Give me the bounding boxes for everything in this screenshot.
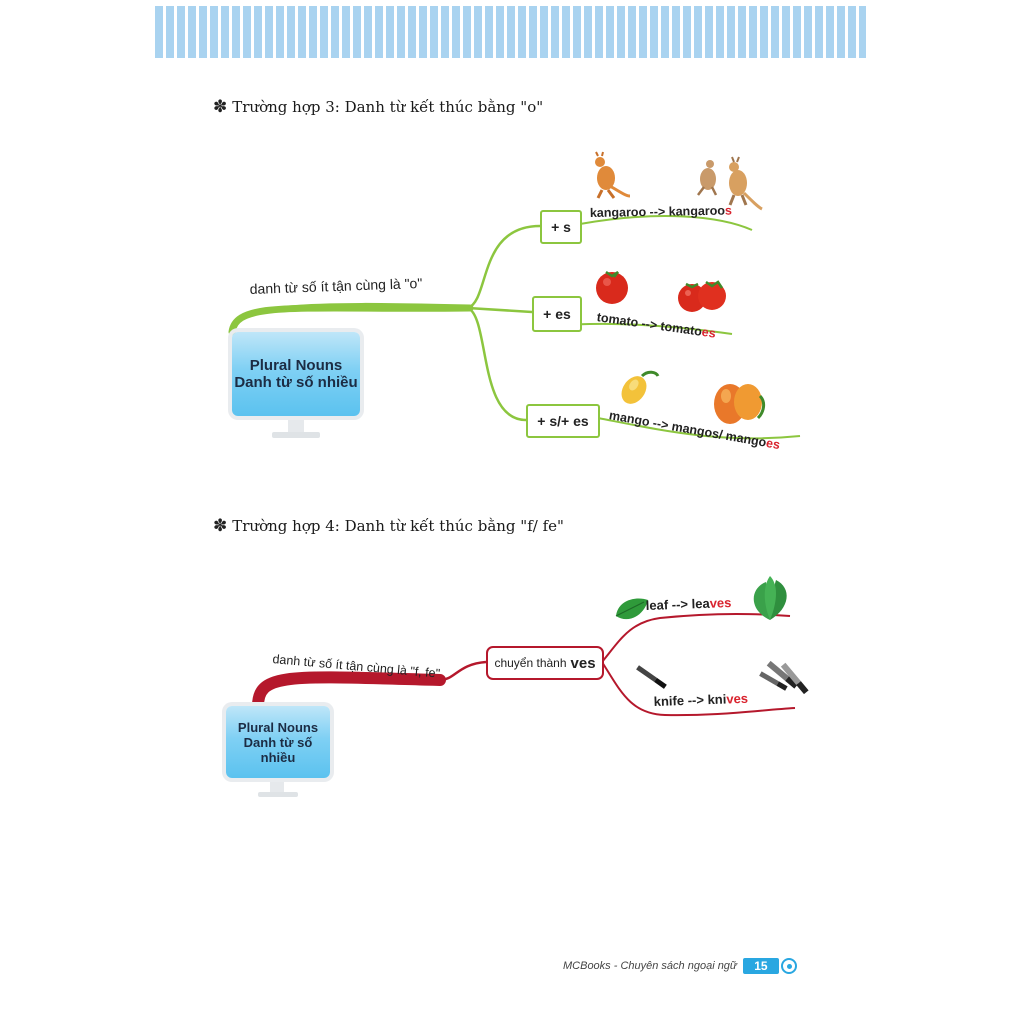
s3-underline-1 bbox=[579, 215, 753, 231]
s3-branch-2 bbox=[467, 306, 533, 314]
main-node-line1: Plural Nouns bbox=[237, 719, 319, 735]
tomato-icon bbox=[596, 270, 628, 304]
rule-box-s: + s bbox=[540, 210, 582, 244]
s4-branch-1 bbox=[601, 613, 791, 663]
rule-ending: ves bbox=[570, 654, 596, 672]
page-footer: MCBooks - Chuyên sách ngoại ngữ 15 bbox=[563, 958, 797, 974]
monitor-screen: Plural Nouns Danh từ số nhiều bbox=[232, 332, 360, 416]
s3-trunk bbox=[228, 304, 474, 336]
monitor-stand bbox=[288, 420, 304, 432]
rule-prefix: chuyển thành bbox=[494, 656, 567, 670]
mango-icon bbox=[621, 370, 660, 404]
kangaroos-icon bbox=[697, 156, 763, 211]
main-node-line1: Plural Nouns bbox=[249, 357, 343, 374]
mangoes-icon bbox=[714, 384, 766, 424]
s4-trunk bbox=[252, 671, 446, 712]
leaves-icon bbox=[753, 576, 787, 620]
monitor-base bbox=[258, 792, 298, 797]
rule-box-es: + es bbox=[532, 296, 582, 332]
owl-logo-icon bbox=[780, 958, 797, 974]
section4-title: Trường hợp 4: Danh từ kết thúc bằng "f/ … bbox=[232, 517, 564, 535]
knives-icon bbox=[759, 660, 809, 695]
s3-branch-3 bbox=[467, 306, 527, 422]
main-node-line2: Danh từ số nhiều bbox=[234, 374, 358, 391]
monitor-stand bbox=[270, 782, 284, 792]
rule-box-ves: chuyển thành ves bbox=[486, 646, 604, 680]
rule-box-s-es: + s/+ es bbox=[526, 404, 600, 438]
kangaroo-icon bbox=[595, 151, 631, 199]
example-leaf: leaf --> leaves bbox=[645, 595, 732, 613]
knife-icon bbox=[636, 665, 667, 689]
section3-heading: ✽ Trường hợp 3: Danh từ kết thúc bằng "o… bbox=[213, 97, 543, 117]
clover-bullet-icon: ✽ bbox=[213, 516, 228, 536]
monitor-base bbox=[272, 432, 320, 438]
clover-bullet-icon: ✽ bbox=[213, 97, 228, 117]
example-kangaroo: kangaroo --> kangaroos bbox=[589, 203, 733, 220]
main-node-line2: Danh từ số nhiều bbox=[243, 734, 313, 765]
section4-heading: ✽ Trường hợp 4: Danh từ kết thúc bằng "f… bbox=[213, 516, 564, 536]
tomatoes-icon bbox=[678, 280, 726, 312]
publisher-text: MCBooks - Chuyên sách ngoại ngữ bbox=[563, 960, 737, 972]
page-number: 15 bbox=[742, 958, 779, 974]
leaf-icon bbox=[615, 598, 648, 620]
monitor-screen: Plural Nouns Danh từ số nhiều bbox=[226, 706, 330, 778]
s4-branch-2 bbox=[601, 661, 796, 717]
section3-title: Trường hợp 3: Danh từ kết thúc bằng "o" bbox=[232, 98, 544, 116]
s3-underline-3 bbox=[597, 417, 801, 440]
header-stripes bbox=[155, 6, 866, 58]
s3-branch-1 bbox=[467, 224, 541, 310]
